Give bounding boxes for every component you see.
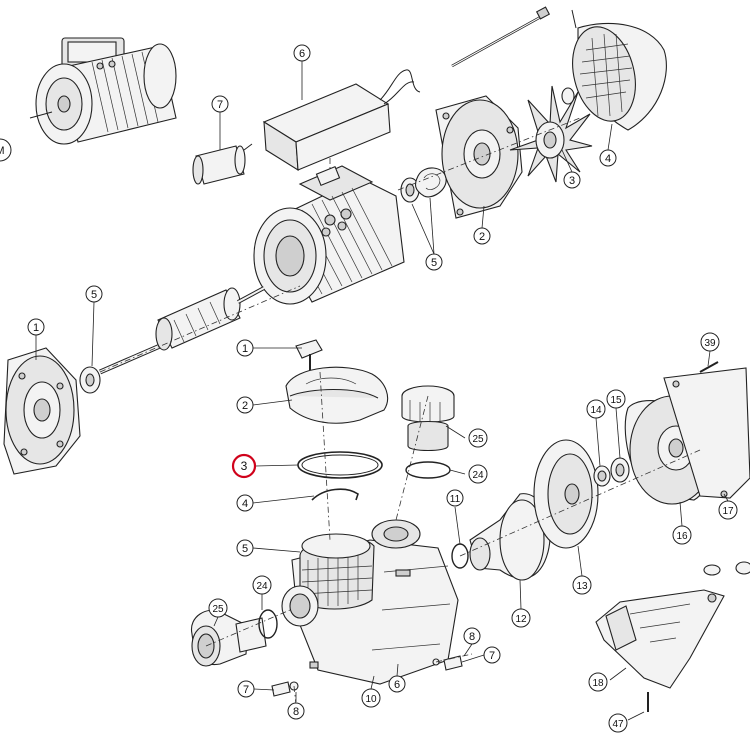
callout-39: 39 <box>700 332 720 352</box>
callout-7: 7 <box>483 646 501 664</box>
callout-label: 25 <box>472 434 484 445</box>
retaining-clip-drawing <box>311 488 359 501</box>
diffuser-drawing <box>451 493 551 581</box>
strainer-lid-drawing <box>285 366 389 424</box>
callout-13: 13 <box>572 575 592 595</box>
callout-label: 7 <box>489 650 495 662</box>
callout-6: 6 <box>388 675 406 693</box>
callout-14: 14 <box>586 399 606 419</box>
front-flange-drawing <box>3 347 81 475</box>
drain-plugs-drawing <box>271 655 463 697</box>
callout-label: 5 <box>91 289 97 301</box>
callout-7: 7 <box>237 680 255 698</box>
callout-25: 25 <box>208 598 228 618</box>
callout-label: 6 <box>299 48 305 60</box>
callout-label: 2 <box>479 231 485 243</box>
callout-2: 2 <box>473 227 491 245</box>
callout-label: 25 <box>212 604 224 615</box>
terminal-box-cover-drawing <box>262 69 421 178</box>
impeller-drawing <box>533 439 599 549</box>
callout-label: 24 <box>256 581 268 592</box>
callout-label: 11 <box>450 494 461 505</box>
motor-housing-drawing <box>253 165 405 305</box>
callout-5: 5 <box>425 253 443 271</box>
mechanical-seal-drawing <box>593 457 630 487</box>
callout-label: 4 <box>605 153 611 165</box>
callout-label: 16 <box>676 531 688 542</box>
fan-cover-drawing <box>571 9 667 131</box>
callout-24: 24 <box>468 464 488 484</box>
callout-label: 4 <box>242 498 248 510</box>
callout-label: 3 <box>241 459 248 473</box>
callout-label: 15 <box>610 395 622 406</box>
callout-2: 2 <box>236 396 254 414</box>
callout-3-highlighted: 3 <box>231 453 257 479</box>
callout-label: 10 <box>365 694 377 705</box>
callout-label: M <box>0 145 5 157</box>
callout-24: 24 <box>252 575 272 595</box>
callout-11: 11 <box>446 489 464 507</box>
callout-4: 4 <box>599 149 617 167</box>
seal-plate-drawing <box>624 361 750 505</box>
support-foot-drawing <box>595 561 750 712</box>
callout-8: 8 <box>463 627 481 645</box>
callout-8: 8 <box>287 702 305 720</box>
pump-body-drawing <box>281 519 459 685</box>
callout-5: 5 <box>85 285 103 303</box>
callout-7: 7 <box>211 95 229 113</box>
callout-label: 39 <box>704 338 716 349</box>
callout-18: 18 <box>588 672 608 692</box>
callout-15: 15 <box>606 389 626 409</box>
callout-3: 3 <box>563 171 581 189</box>
discharge-union-drawing <box>401 385 455 479</box>
callout-5: 5 <box>236 539 254 557</box>
callout-label: 7 <box>217 99 223 111</box>
axis-lines <box>99 117 701 706</box>
callout-label: 8 <box>293 706 299 718</box>
callout-label: 6 <box>394 679 400 691</box>
front-bearing-drawing <box>79 366 101 394</box>
callout-label: 18 <box>592 678 604 689</box>
callout-label: 5 <box>431 257 437 269</box>
suction-union-drawing <box>191 609 278 667</box>
callout-16: 16 <box>672 525 692 545</box>
callout-1: 1 <box>236 339 254 357</box>
rotor-shaft-drawing <box>99 286 265 375</box>
leader-lines <box>35 61 729 721</box>
callout-label: 1 <box>242 343 248 355</box>
callout-10: 10 <box>361 688 381 708</box>
callout-label: 24 <box>472 470 484 481</box>
rear-bearing-drawing <box>400 167 447 203</box>
callout-label: 17 <box>722 506 734 517</box>
callout-m: M <box>0 138 12 162</box>
callout-17: 17 <box>718 500 738 520</box>
callout-1: 1 <box>27 318 45 336</box>
callout-label: 3 <box>569 175 575 187</box>
callout-label: 5 <box>242 543 248 555</box>
callout-label: 14 <box>590 405 602 416</box>
callout-label: 13 <box>576 581 588 592</box>
callout-47: 47 <box>608 713 628 733</box>
assembled-motor-drawing <box>29 37 177 145</box>
lid-o-ring-drawing <box>297 451 383 479</box>
cooling-fan-drawing <box>509 85 593 183</box>
callout-25: 25 <box>468 428 488 448</box>
callout-label: 8 <box>469 631 475 643</box>
callout-label: 7 <box>243 684 249 696</box>
callout-12: 12 <box>511 608 531 628</box>
callout-6: 6 <box>293 44 311 62</box>
rear-shield-drawing <box>435 95 523 219</box>
callout-label: 2 <box>242 400 248 412</box>
callout-4: 4 <box>236 494 254 512</box>
callout-label: 12 <box>515 614 527 625</box>
tie-rod-drawing <box>451 6 551 68</box>
callout-label: 1 <box>33 322 39 334</box>
callout-label: 47 <box>612 719 624 730</box>
capacitor-drawing <box>192 143 253 185</box>
